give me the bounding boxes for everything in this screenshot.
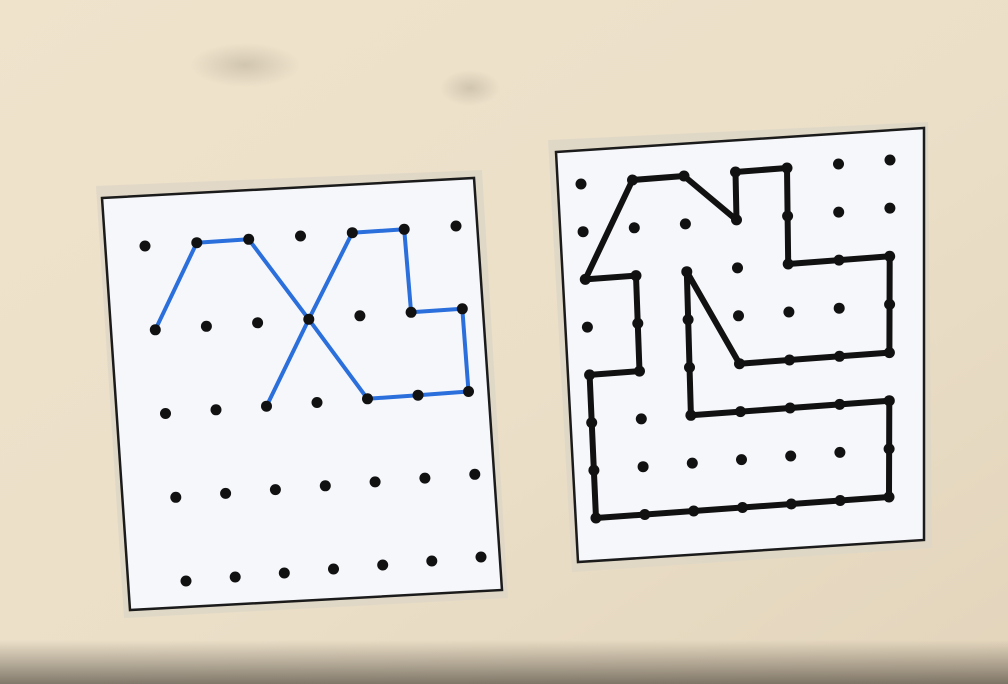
grid-dot [303, 314, 314, 325]
grid-dot [683, 314, 694, 325]
grid-dot [835, 495, 846, 506]
grid-dot [406, 307, 417, 318]
grid-dot [354, 310, 365, 321]
grid-dot [732, 262, 743, 273]
grid-dot [639, 509, 650, 520]
grid-dot [230, 572, 241, 583]
grid-dot [476, 552, 487, 563]
grid-dot [684, 362, 695, 373]
grid-dot [261, 401, 272, 412]
grid-dot [252, 317, 263, 328]
grid-dot [885, 155, 896, 166]
surface-smudge [190, 43, 300, 87]
grid-dot [636, 413, 647, 424]
grid-dot [211, 404, 222, 415]
right-geoboard-card [548, 122, 932, 572]
grid-dot [426, 556, 437, 567]
grid-dot [783, 307, 794, 318]
grid-dot [328, 564, 339, 575]
grid-dot [884, 347, 895, 358]
grid-dot [347, 227, 358, 238]
grid-dot [629, 222, 640, 233]
grid-dot [833, 159, 844, 170]
grid-dot [584, 369, 595, 380]
grid-dot [451, 221, 462, 232]
grid-dot [270, 484, 281, 495]
grid-dot [785, 451, 796, 462]
grid-dot [833, 207, 844, 218]
grid-dot [413, 390, 424, 401]
grid-dot [730, 167, 741, 178]
grid-dot [576, 179, 587, 190]
grid-dot [735, 406, 746, 417]
grid-dot [884, 299, 895, 310]
grid-dot [884, 443, 895, 454]
grid-dot [782, 163, 793, 174]
grid-dot [785, 403, 796, 414]
grid-dot [783, 259, 794, 270]
grid-dot [834, 303, 845, 314]
grid-dot [312, 397, 323, 408]
grid-dot [884, 395, 895, 406]
grid-dot [731, 214, 742, 225]
grid-dot [786, 499, 797, 510]
grid-dot [140, 241, 151, 252]
grid-dot [419, 473, 430, 484]
bottom-edge-shadow [0, 640, 1008, 684]
grid-dot [688, 506, 699, 517]
grid-dot [737, 502, 748, 513]
grid-dot [591, 513, 602, 524]
grid-dot [734, 358, 745, 369]
grid-dot [638, 461, 649, 472]
grid-dot [362, 393, 373, 404]
grid-dot [631, 270, 642, 281]
grid-dot [834, 399, 845, 410]
grid-dot [469, 469, 480, 480]
grid-dot [150, 324, 161, 335]
grid-dot [582, 322, 593, 333]
grid-dot [782, 211, 793, 222]
grid-dot [377, 560, 388, 571]
grid-dot [632, 318, 643, 329]
grid-dot [170, 492, 181, 503]
grid-dot [687, 458, 698, 469]
grid-dot [634, 366, 645, 377]
left-geoboard-card [96, 170, 508, 618]
grid-dot [834, 255, 845, 266]
grid-dot [685, 410, 696, 421]
grid-dot [370, 476, 381, 487]
grid-dot [399, 224, 410, 235]
grid-dot [181, 576, 192, 587]
grid-dot [578, 226, 589, 237]
grid-dot [295, 231, 306, 242]
grid-dot [279, 568, 290, 579]
grid-dot [580, 274, 591, 285]
grid-dot [220, 488, 231, 499]
grid-dot [884, 203, 895, 214]
grid-dot [243, 234, 254, 245]
surface-smudge [440, 70, 500, 106]
grid-dot [201, 321, 212, 332]
grid-dot [681, 266, 692, 277]
grid-dot [834, 351, 845, 362]
grid-dot [680, 218, 691, 229]
grid-dot [834, 447, 845, 458]
grid-dot [736, 454, 747, 465]
grid-dot [463, 386, 474, 397]
grid-dot [588, 465, 599, 476]
grid-dot [733, 310, 744, 321]
grid-dot [191, 237, 202, 248]
grid-dot [784, 355, 795, 366]
grid-dot [679, 171, 690, 182]
grid-dot [457, 303, 468, 314]
grid-dot [627, 175, 638, 186]
grid-dot [586, 417, 597, 428]
grid-dot [160, 408, 171, 419]
grid-dot [884, 492, 895, 503]
grid-dot [884, 251, 895, 262]
grid-dot [320, 480, 331, 491]
